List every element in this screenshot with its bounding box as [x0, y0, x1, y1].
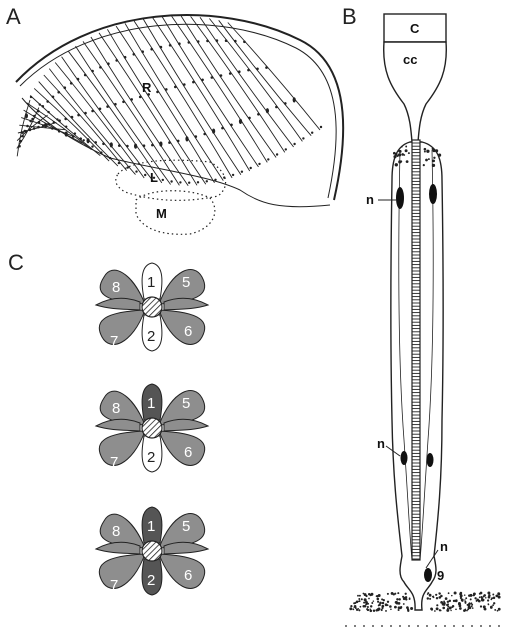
nucleus-top-right — [429, 184, 437, 204]
rhabdomere-center — [142, 418, 162, 438]
cell-label-5: 5 — [182, 395, 190, 412]
medulla-outline — [136, 191, 215, 235]
rhabdom — [412, 140, 420, 560]
cluster-1: 1 2 5 6 7 8 — [96, 263, 208, 351]
label-9: 9 — [437, 568, 444, 583]
label-r: R — [142, 80, 152, 95]
cell-label-2: 2 — [147, 449, 155, 466]
cell-label-8: 8 — [112, 279, 120, 296]
lamina-outline — [116, 160, 226, 200]
panel-b: B C cc n n n 9 — [342, 4, 501, 627]
cell-label-1: 1 — [147, 395, 155, 412]
cell-label-6: 6 — [184, 567, 192, 584]
label-n-mid: n — [377, 436, 385, 451]
panel-a: A R L M — [6, 4, 343, 234]
retina-nuclei-dots — [18, 39, 322, 184]
nucleus-mid-left — [401, 451, 408, 465]
cell-label-6: 6 — [184, 323, 192, 340]
nucleus-mid-right — [427, 453, 434, 467]
cell-label-1: 1 — [147, 518, 155, 535]
cell-label-6: 6 — [184, 444, 192, 461]
rhabdomere-center — [142, 541, 162, 561]
cluster-2: 1 2 5 6 7 8 — [96, 384, 208, 472]
cell-label-7: 7 — [110, 454, 118, 471]
label-c: C — [410, 21, 420, 36]
cell-label-2: 2 — [147, 572, 155, 589]
panel-b-letter: B — [342, 4, 357, 29]
cell-label-7: 7 — [110, 577, 118, 594]
panel-a-letter: A — [6, 4, 21, 29]
nucleus-r9 — [424, 568, 432, 582]
retina-fibres — [17, 16, 320, 186]
label-n-top: n — [366, 192, 374, 207]
cell-label-5: 5 — [182, 274, 190, 291]
cell-label-8: 8 — [112, 523, 120, 540]
cell-label-1: 1 — [147, 274, 155, 291]
rhabdomere-center — [142, 297, 162, 317]
cell-label-8: 8 — [112, 400, 120, 417]
nucleus-top-left — [396, 187, 404, 209]
label-l: L — [150, 170, 158, 185]
label-cc: cc — [403, 52, 417, 67]
cell-label-7: 7 — [110, 333, 118, 350]
cell-label-5: 5 — [182, 518, 190, 535]
cluster-3: 1 2 5 6 7 8 — [96, 507, 208, 595]
panel-c-letter: C — [8, 250, 24, 275]
panel-c: C 1 2 5 6 7 8 1 2 5 6 7 8 — [8, 250, 208, 595]
label-m: M — [156, 206, 167, 221]
cell-label-2: 2 — [147, 328, 155, 345]
label-n-bottom: n — [440, 539, 448, 554]
